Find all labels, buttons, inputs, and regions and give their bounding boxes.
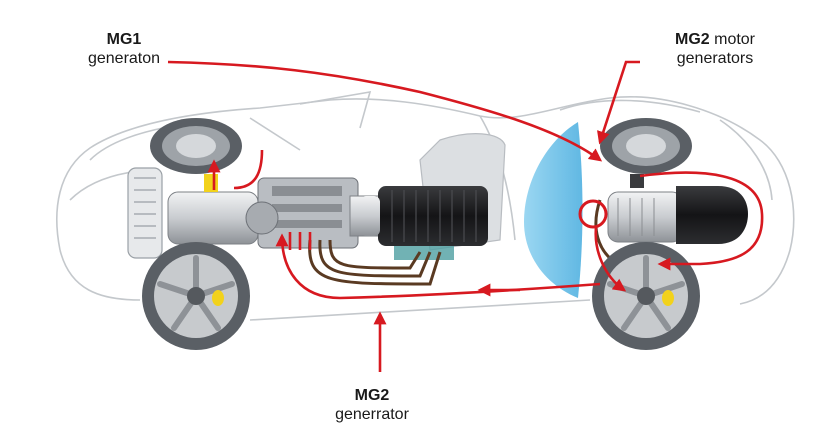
label-mg2-generator: MG2 generrator [322, 386, 422, 424]
arrow-front-loop [639, 171, 764, 271]
rear-upper-wheel [150, 118, 242, 192]
arrow-front-down [594, 227, 627, 292]
rear-grille [127, 167, 163, 259]
windshield [524, 122, 583, 298]
label-mg2-motor-generators: MG2 motor generators [640, 30, 790, 68]
label-mg1-text: generaton [87, 50, 161, 67]
label-mg2m-title: MG2 [674, 31, 710, 48]
front-upper-wheel [600, 118, 692, 188]
label-mg1-title: MG1 [106, 31, 142, 48]
power-cables [308, 199, 613, 286]
label-mg2m-text: generators [676, 50, 754, 67]
label-mg2g-title: MG2 [354, 387, 390, 404]
label-mg2g-text: generrator [335, 406, 409, 423]
car-body-outline [56, 90, 795, 321]
arrow-mid-cables [288, 232, 312, 250]
front-lower-wheel [592, 242, 700, 350]
label-mg1-generator: MG1 generaton [78, 30, 170, 68]
arrow-bottom-flow [275, 233, 601, 300]
front-motor-unit [578, 186, 748, 244]
arrow-mg2-motor-leader [597, 60, 640, 145]
label-mg2m-inline: motor [714, 31, 756, 48]
mg2-generator-unit [360, 186, 488, 260]
engine-block [167, 177, 381, 249]
arrow-mg1-leader [167, 60, 603, 162]
arrow-rear-wheel-cable [233, 149, 264, 190]
rear-lower-wheel [142, 242, 250, 350]
power-flow-arrows [167, 60, 764, 372]
